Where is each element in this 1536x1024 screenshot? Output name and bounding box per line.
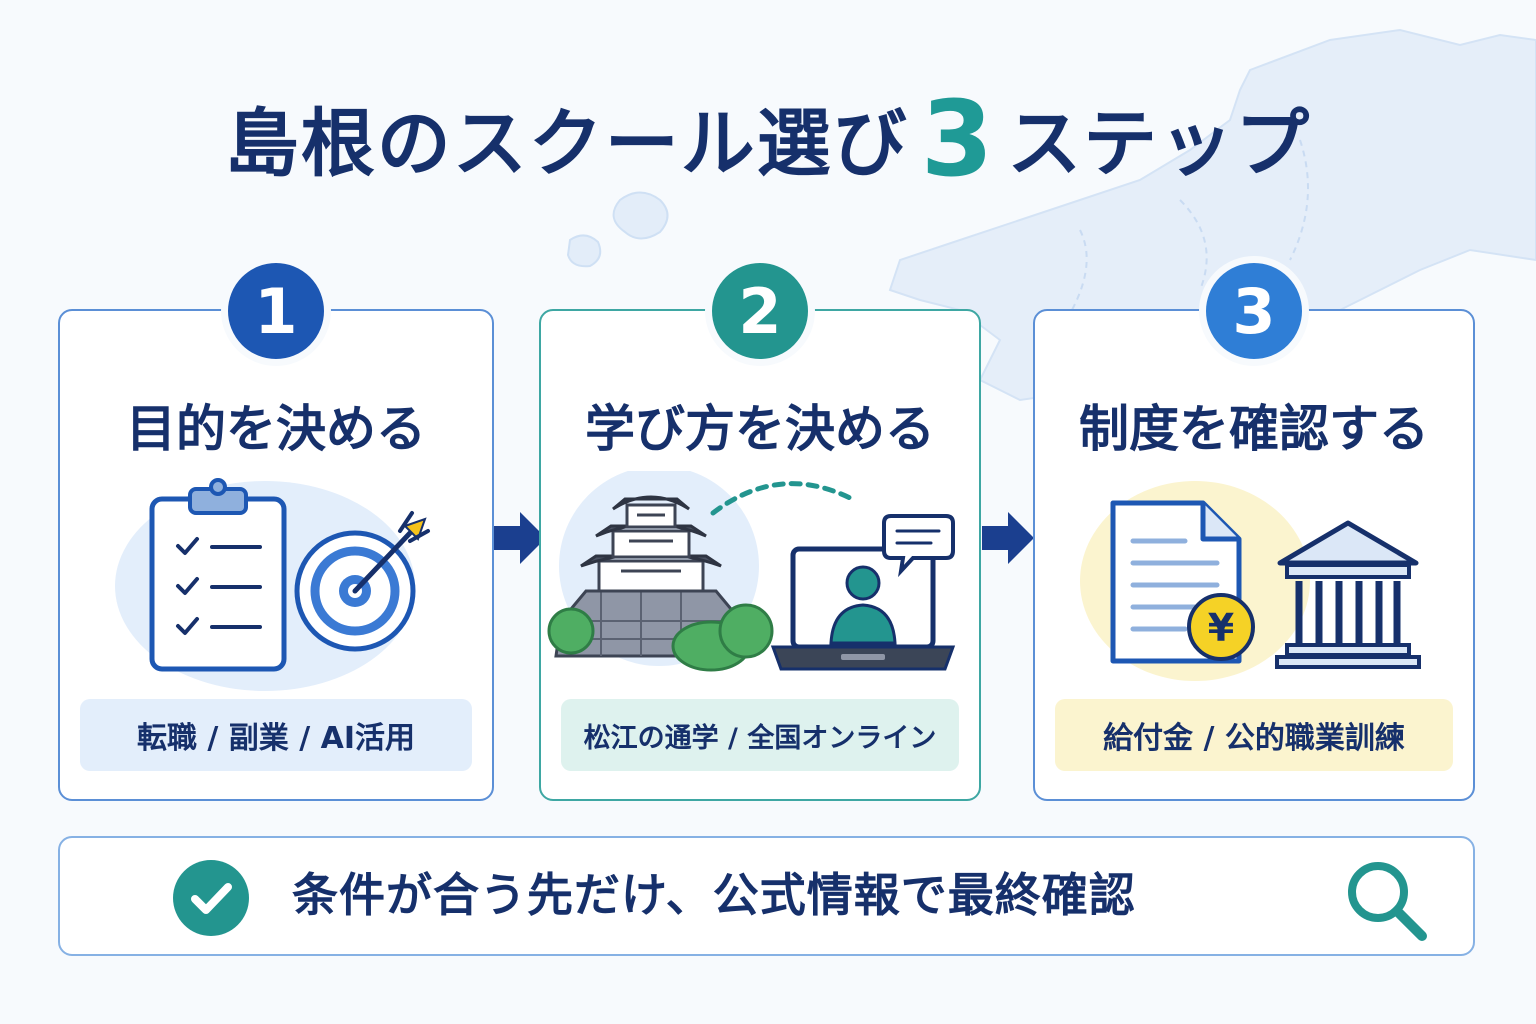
step-card-3: 3 制度を確認する ¥ 給付金 / 公的職業訓練 [1033,256,1475,801]
step-2-illustration [541,466,979,701]
trees-icon [547,603,774,672]
step-1-badge: 1 [221,256,331,366]
title-main: 島根のスクール選び [224,101,909,187]
title-number: 3 [920,78,996,200]
svg-text:¥: ¥ [1208,606,1234,650]
step-1-illustration [60,471,492,701]
check-circle-icon [173,860,249,936]
step-card-1: 1 目的を決める 転職 / 副業 / AI活用 [58,256,494,801]
step-1-title: 目的を決める [126,400,426,458]
final-check-text: 条件が合う先だけ、公式情報で最終確認 [292,868,1136,922]
bank-building-icon [1275,520,1421,669]
step-2-title: 学び方を決める [585,400,935,458]
step-2-badge: 2 [705,256,815,366]
step-3-illustration: ¥ [1035,471,1473,701]
step-3-tag: 給付金 / 公的職業訓練 [1055,699,1453,771]
step-2-tag: 松江の通学 / 全国オンライン [561,699,959,771]
clipboard-checklist-icon [149,478,287,672]
final-check-banner: 条件が合う先だけ、公式情報で最終確認 [58,836,1475,956]
step-3-badge: 3 [1199,256,1309,366]
yen-coin-icon: ¥ [1187,593,1255,661]
magnifier-icon [1348,862,1427,941]
title-suffix: ステップ [1007,101,1312,187]
laptop-video-call-icon [770,514,956,671]
arrow-right-icon [982,512,1034,564]
step-card-2: 2 学び方を決める [539,256,981,801]
target-arrow-icon [294,511,430,652]
step-3-title: 制度を確認する [1079,400,1429,458]
step-1-tag: 転職 / 副業 / AI活用 [80,699,472,771]
arrow-right-icon [494,512,546,564]
